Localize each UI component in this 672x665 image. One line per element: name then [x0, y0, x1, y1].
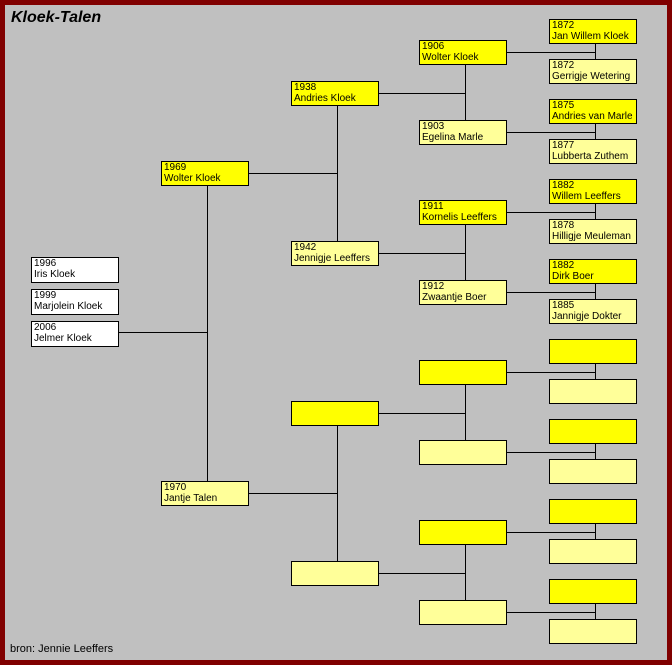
person-name: Dirk Boer	[552, 271, 594, 282]
person-name: Egelina Marle	[422, 132, 484, 143]
gg-grandparent-box[interactable]: 1878 Hilligje Meuleman	[549, 219, 637, 244]
person-name: Marjolein Kloek	[34, 301, 103, 312]
person-name: Jantje Talen	[164, 493, 218, 504]
person-year: 1938	[294, 82, 317, 93]
great-grandparent-box[interactable]: 1912 Zwaantje Boer	[419, 280, 507, 305]
gg-grandparent-box[interactable]	[549, 539, 637, 564]
person-year: 1872	[552, 20, 575, 31]
great-grandparent-box[interactable]	[419, 600, 507, 625]
person-year: 1996	[34, 258, 57, 269]
person-name: Lubberta Zuthem	[552, 151, 629, 162]
gg-grandparent-box[interactable]	[549, 459, 637, 484]
gg-grandparent-box[interactable]	[549, 379, 637, 404]
gg-grandparent-box[interactable]: 1885 Jannigje Dokter	[549, 299, 637, 324]
person-year: 1911	[422, 201, 444, 212]
person-year: 1878	[552, 220, 575, 231]
person-year: 1999	[34, 290, 57, 301]
gg-grandparent-box[interactable]: 1875 Andries van Marle	[549, 99, 637, 124]
father-box[interactable]: 1969 Wolter Kloek	[161, 161, 249, 186]
gg-grandparent-box[interactable]	[549, 339, 637, 364]
child-box[interactable]: 1996 Iris Kloek	[31, 257, 119, 283]
great-grandparent-box[interactable]	[419, 360, 507, 385]
gg-grandparent-box[interactable]: 1882 Dirk Boer	[549, 259, 637, 284]
child-box[interactable]: 2006 Jelmer Kloek	[31, 321, 119, 347]
great-grandparent-box[interactable]	[419, 520, 507, 545]
person-name: Andries van Marle	[552, 111, 633, 122]
person-year: 1882	[552, 180, 575, 191]
person-name: Jannigje Dokter	[552, 311, 622, 322]
person-name: Wolter Kloek	[422, 52, 479, 63]
great-grandparent-box[interactable]: 1903 Egelina Marle	[419, 120, 507, 145]
child-box[interactable]: 1999 Marjolein Kloek	[31, 289, 119, 315]
gg-grandparent-box[interactable]	[549, 579, 637, 604]
person-year: 1875	[552, 100, 575, 111]
person-name: Hilligje Meuleman	[552, 231, 631, 242]
person-year: 1882	[552, 260, 575, 271]
person-name: Jelmer Kloek	[34, 333, 92, 344]
page-title: Kloek-Talen	[11, 9, 102, 26]
gg-grandparent-box[interactable]	[549, 619, 637, 644]
person-year: 2006	[34, 322, 57, 333]
source-credit: bron: Jennie Leeffers	[10, 643, 114, 655]
gg-grandparent-box[interactable]: 1872 Gerrigje Wetering	[549, 59, 637, 84]
gg-grandparent-box[interactable]: 1882 Willem Leeffers	[549, 179, 637, 204]
person-year: 1906	[422, 41, 445, 52]
person-name: Zwaantje Boer	[422, 292, 487, 303]
person-name: Jennigje Leeffers	[294, 253, 370, 264]
person-name: Jan Willem Kloek	[552, 31, 629, 42]
person-name: Iris Kloek	[34, 269, 76, 280]
mother-box[interactable]: 1970 Jantje Talen	[161, 481, 249, 506]
person-year: 1942	[294, 242, 317, 253]
gg-grandparent-box[interactable]	[549, 419, 637, 444]
gg-grandparent-box[interactable]	[549, 499, 637, 524]
gg-grandparent-box[interactable]: 1877 Lubberta Zuthem	[549, 139, 637, 164]
person-name: Kornelis Leeffers	[422, 212, 497, 223]
person-year: 1969	[164, 162, 187, 173]
great-grandparent-box[interactable]: 1911 Kornelis Leeffers	[419, 200, 507, 225]
grandparent-box[interactable]	[291, 401, 379, 426]
person-name: Gerrigje Wetering	[552, 71, 631, 82]
grandparent-box[interactable]: 1942 Jennigje Leeffers	[291, 241, 379, 266]
grandparent-box[interactable]	[291, 561, 379, 586]
person-year: 1872	[552, 60, 575, 71]
great-grandparent-box[interactable]	[419, 440, 507, 465]
person-name: Willem Leeffers	[552, 191, 621, 202]
person-year: 1885	[552, 300, 575, 311]
great-grandparent-box[interactable]: 1906 Wolter Kloek	[419, 40, 507, 65]
grandparent-box[interactable]: 1938 Andries Kloek	[291, 81, 379, 106]
person-name: Andries Kloek	[294, 93, 356, 104]
person-name: Wolter Kloek	[164, 173, 221, 184]
person-year: 1912	[422, 281, 445, 292]
gg-grandparent-box[interactable]: 1872 Jan Willem Kloek	[549, 19, 637, 44]
person-year: 1970	[164, 482, 187, 493]
person-year: 1903	[422, 121, 445, 132]
person-year: 1877	[552, 140, 575, 151]
